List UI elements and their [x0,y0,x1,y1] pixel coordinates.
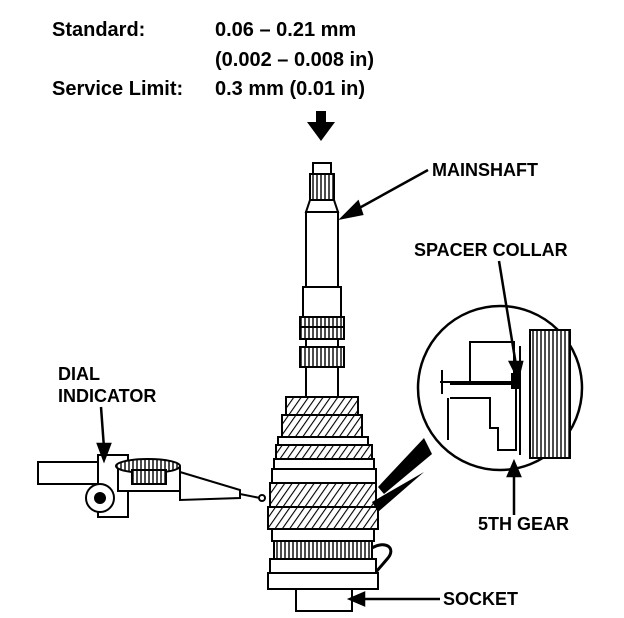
dial-indicator-label-line1: DIAL [58,364,100,384]
service-limit-label: Service Limit: [52,78,184,100]
dial-indicator [37,454,266,518]
standard-value-mm: 0.06 – 0.21 mm [215,19,357,41]
socket-label: SOCKET [443,589,519,609]
fifth-gear-label: 5TH GEAR [478,514,570,534]
gear-stack [267,396,379,612]
service-limit-value: 0.3 mm (0.01 in) [215,78,366,100]
leader-lines [96,168,524,607]
standard-label: Standard: [52,19,146,41]
spacer-collar-label: SPACER COLLAR [414,240,568,260]
press-arrow [307,111,335,141]
mainshaft-label: MAINSHAFT [432,160,538,180]
snap-ring [371,543,393,573]
detail-magnifier [372,304,584,512]
standard-value-in: (0.002 – 0.008 in) [215,49,374,71]
mainshaft [299,162,345,398]
dial-indicator-label: DIAL INDICATOR [58,364,157,407]
dial-indicator-label-line2: INDICATOR [58,385,157,406]
